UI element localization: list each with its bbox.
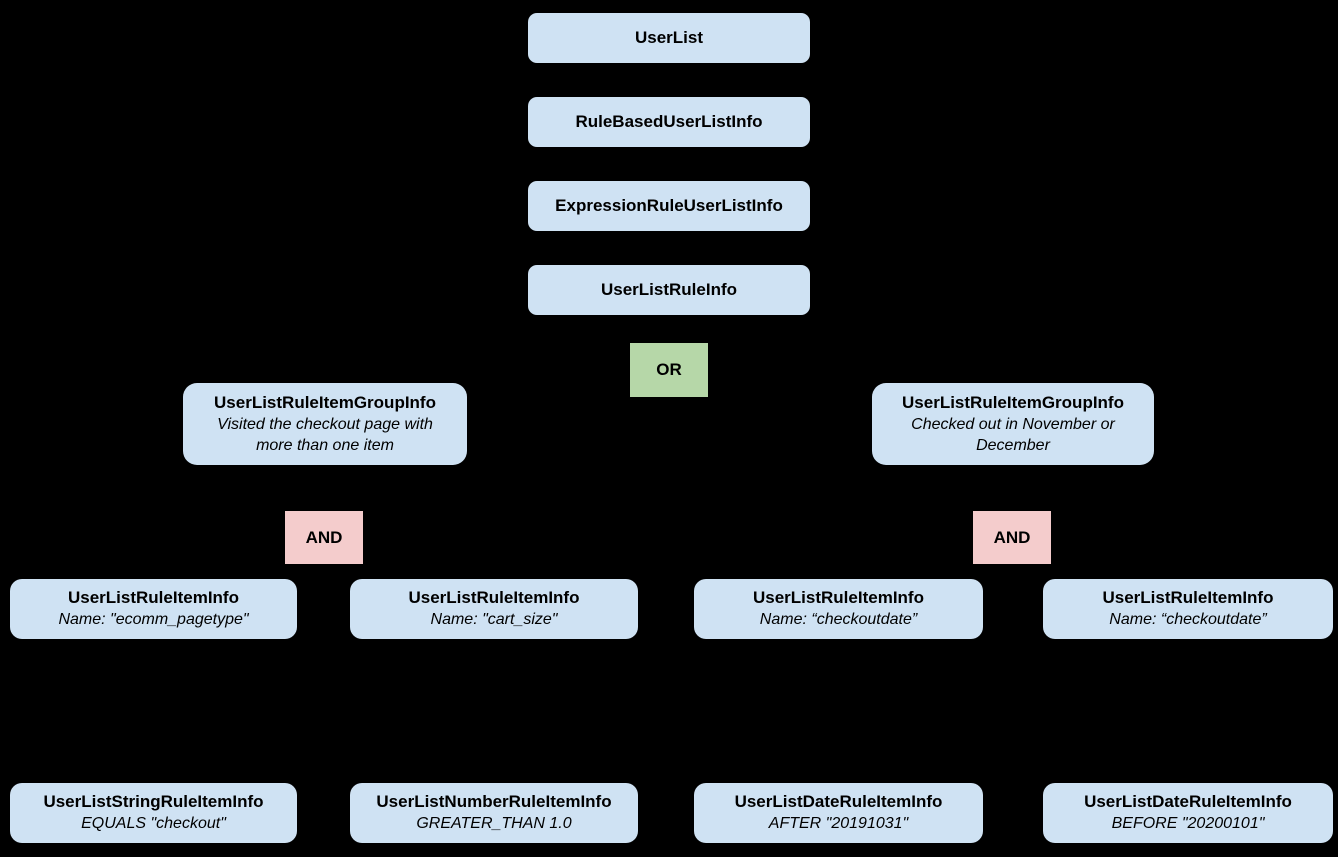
group-right-description: Checked out in November or December (911, 415, 1115, 455)
or-operator-box: OR (630, 343, 708, 397)
operand-subtitle: AFTER "20191031" (768, 815, 909, 833)
node-string-rule-item: UserListStringRuleItemInfo EQUALS "check… (10, 783, 297, 843)
node-rule-item-cart-size: UserListRuleItemInfo Name: "cart_size" (350, 579, 638, 639)
operand-title: UserListDateRuleItemInfo (1084, 792, 1292, 812)
group-left-title: UserListRuleItemGroupInfo (214, 392, 436, 412)
operand-subtitle: EQUALS "checkout" (81, 815, 226, 833)
node-userlistruleinfo-label: UserListRuleInfo (600, 279, 738, 299)
group-right-title: UserListRuleItemGroupInfo (902, 392, 1124, 412)
node-userlist: UserList (528, 13, 810, 63)
node-date-rule-item-before: UserListDateRuleItemInfo BEFORE "2020010… (1043, 783, 1333, 843)
rule-item-title: UserListRuleItemInfo (408, 588, 580, 608)
operand-title: UserListDateRuleItemInfo (734, 792, 943, 812)
node-rulebaseduserlistinfo-label: RuleBasedUserListInfo (575, 111, 763, 131)
node-userlist-label: UserList (634, 27, 704, 47)
rule-item-title: UserListRuleItemInfo (753, 588, 924, 608)
operand-subtitle: BEFORE "20200101" (1111, 815, 1265, 833)
node-expressionruleuserlistinfo-label: ExpressionRuleUserListInfo (555, 195, 783, 215)
node-userlistruleinfo: UserListRuleInfo (528, 265, 810, 315)
rule-item-subtitle: Name: “checkoutdate” (759, 611, 918, 629)
node-rule-item-ecomm-pagetype: UserListRuleItemInfo Name: "ecomm_pagety… (10, 579, 297, 639)
operand-title: UserListNumberRuleItemInfo (376, 792, 612, 812)
or-operator-label: OR (656, 360, 682, 379)
rule-item-subtitle: Name: "ecomm_pagetype" (58, 611, 249, 629)
node-rulebaseduserlistinfo: RuleBasedUserListInfo (528, 97, 810, 147)
node-rule-item-group-right: UserListRuleItemGroupInfo Checked out in… (872, 383, 1154, 465)
node-expressionruleuserlistinfo: ExpressionRuleUserListInfo (528, 181, 810, 231)
rule-item-subtitle: Name: "cart_size" (430, 611, 558, 629)
and-operator-right-box: AND (973, 511, 1051, 564)
rule-item-title: UserListRuleItemInfo (1102, 588, 1274, 608)
and-operator-right-label: AND (993, 527, 1031, 547)
node-rule-item-checkoutdate-2: UserListRuleItemInfo Name: “checkoutdate… (1043, 579, 1333, 639)
node-rule-item-checkoutdate-1: UserListRuleItemInfo Name: “checkoutdate… (694, 579, 983, 639)
node-date-rule-item-after: UserListDateRuleItemInfo AFTER "20191031… (694, 783, 983, 843)
operand-subtitle: GREATER_THAN 1.0 (416, 815, 572, 833)
node-number-rule-item: UserListNumberRuleItemInfo GREATER_THAN … (350, 783, 638, 843)
group-left-description: Visited the checkout page with more than… (217, 415, 433, 455)
node-rule-item-group-left: UserListRuleItemGroupInfo Visited the ch… (183, 383, 467, 465)
and-operator-left-box: AND (285, 511, 363, 564)
rule-item-subtitle: Name: “checkoutdate” (1109, 611, 1267, 629)
operand-title: UserListStringRuleItemInfo (43, 792, 264, 812)
and-operator-left-label: AND (305, 527, 343, 547)
rule-item-title: UserListRuleItemInfo (68, 588, 239, 608)
